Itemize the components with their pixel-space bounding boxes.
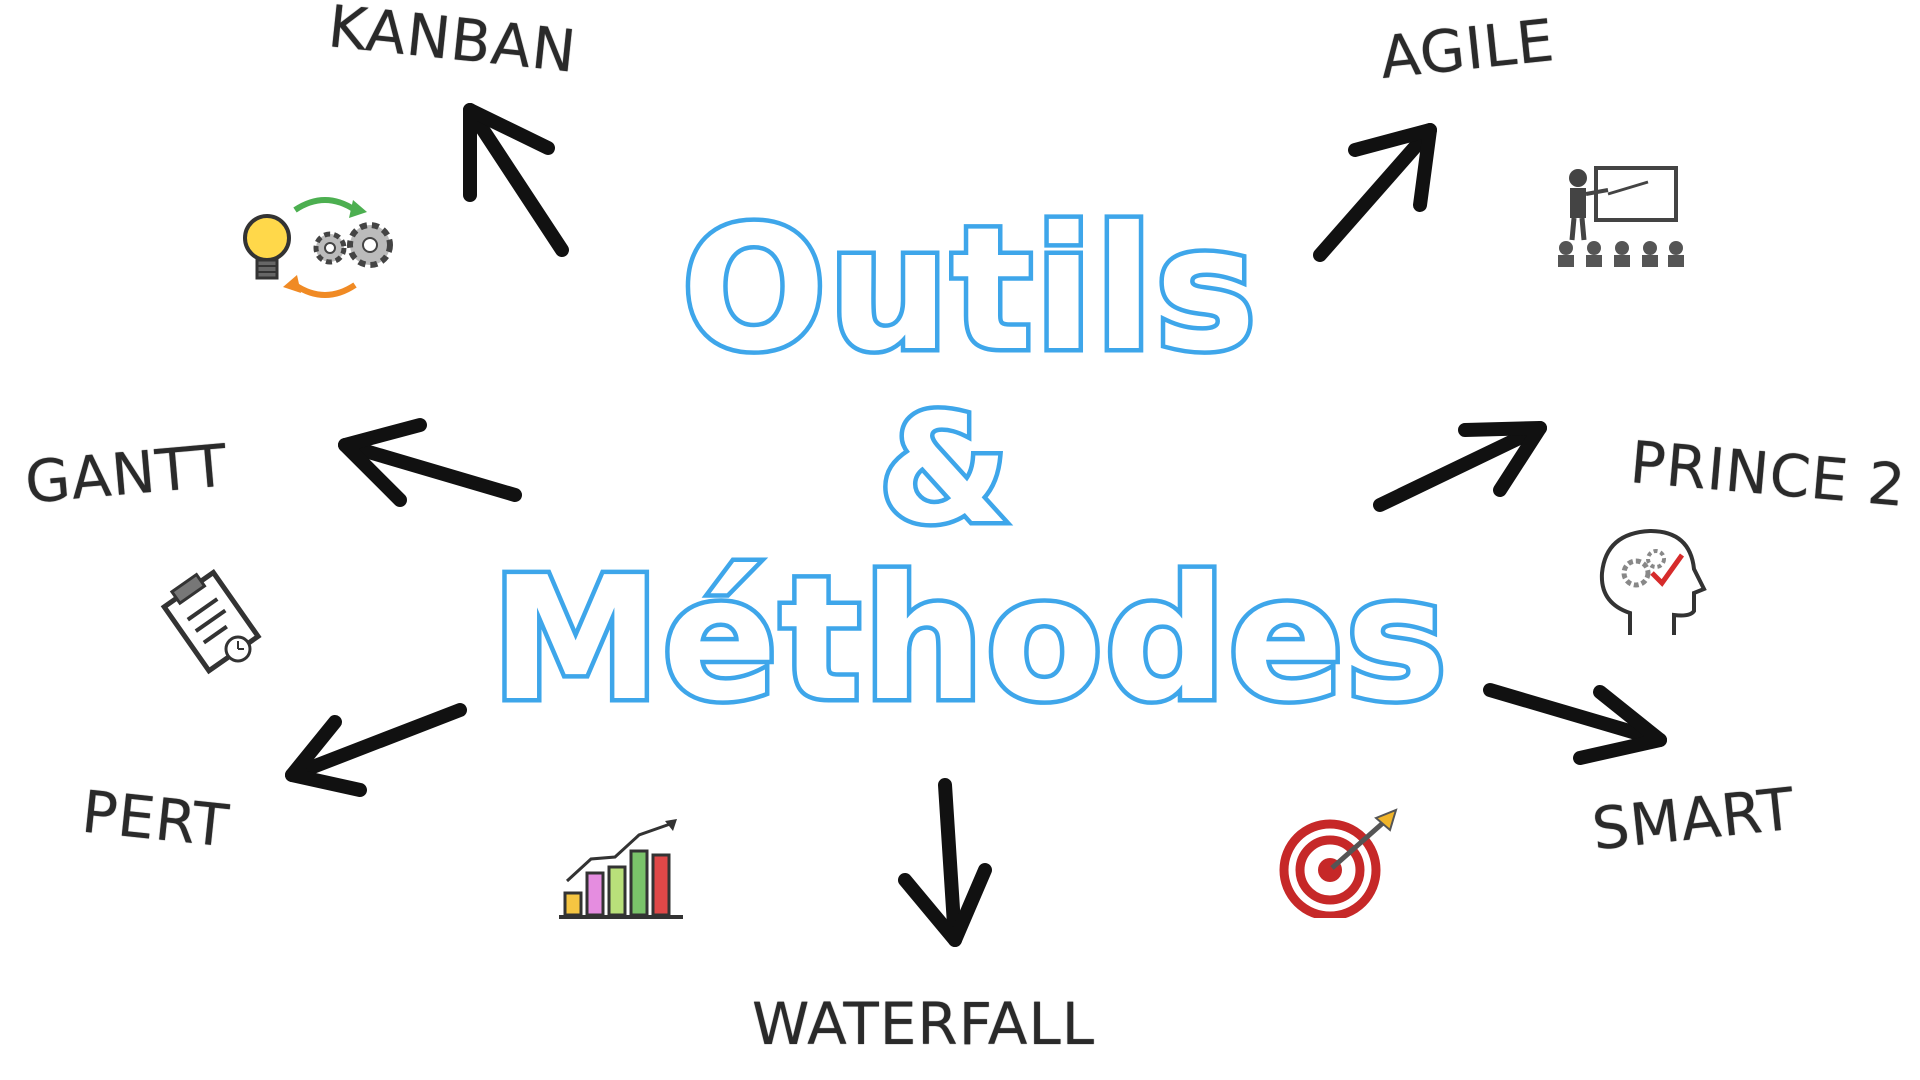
arrow-pert bbox=[285, 703, 467, 797]
arrow-agile bbox=[1313, 123, 1437, 262]
target-icon bbox=[1279, 808, 1398, 918]
presentation-icon bbox=[1558, 166, 1684, 267]
bar-chart-icon bbox=[559, 819, 683, 919]
arrow-kanban bbox=[463, 103, 569, 257]
arrow-smart bbox=[1483, 683, 1667, 765]
arrow-waterfall bbox=[898, 778, 992, 947]
arrow-gantt bbox=[338, 418, 522, 507]
arrow-prince2 bbox=[1373, 421, 1547, 512]
title-outils: Outils bbox=[677, 191, 1261, 389]
clipboard-icon bbox=[160, 569, 262, 675]
lightbulb-gears-icon bbox=[243, 197, 393, 298]
label-waterfall: WATERFALL bbox=[752, 990, 1096, 1058]
title-ampersand: & bbox=[874, 383, 1014, 557]
label-gantt: GANTT bbox=[22, 431, 231, 517]
head-gears-icon bbox=[1599, 528, 1707, 635]
label-pert: PERT bbox=[78, 777, 233, 861]
label-agile: AGILE bbox=[1376, 6, 1558, 92]
title-methodes: Méthodes bbox=[487, 541, 1452, 739]
